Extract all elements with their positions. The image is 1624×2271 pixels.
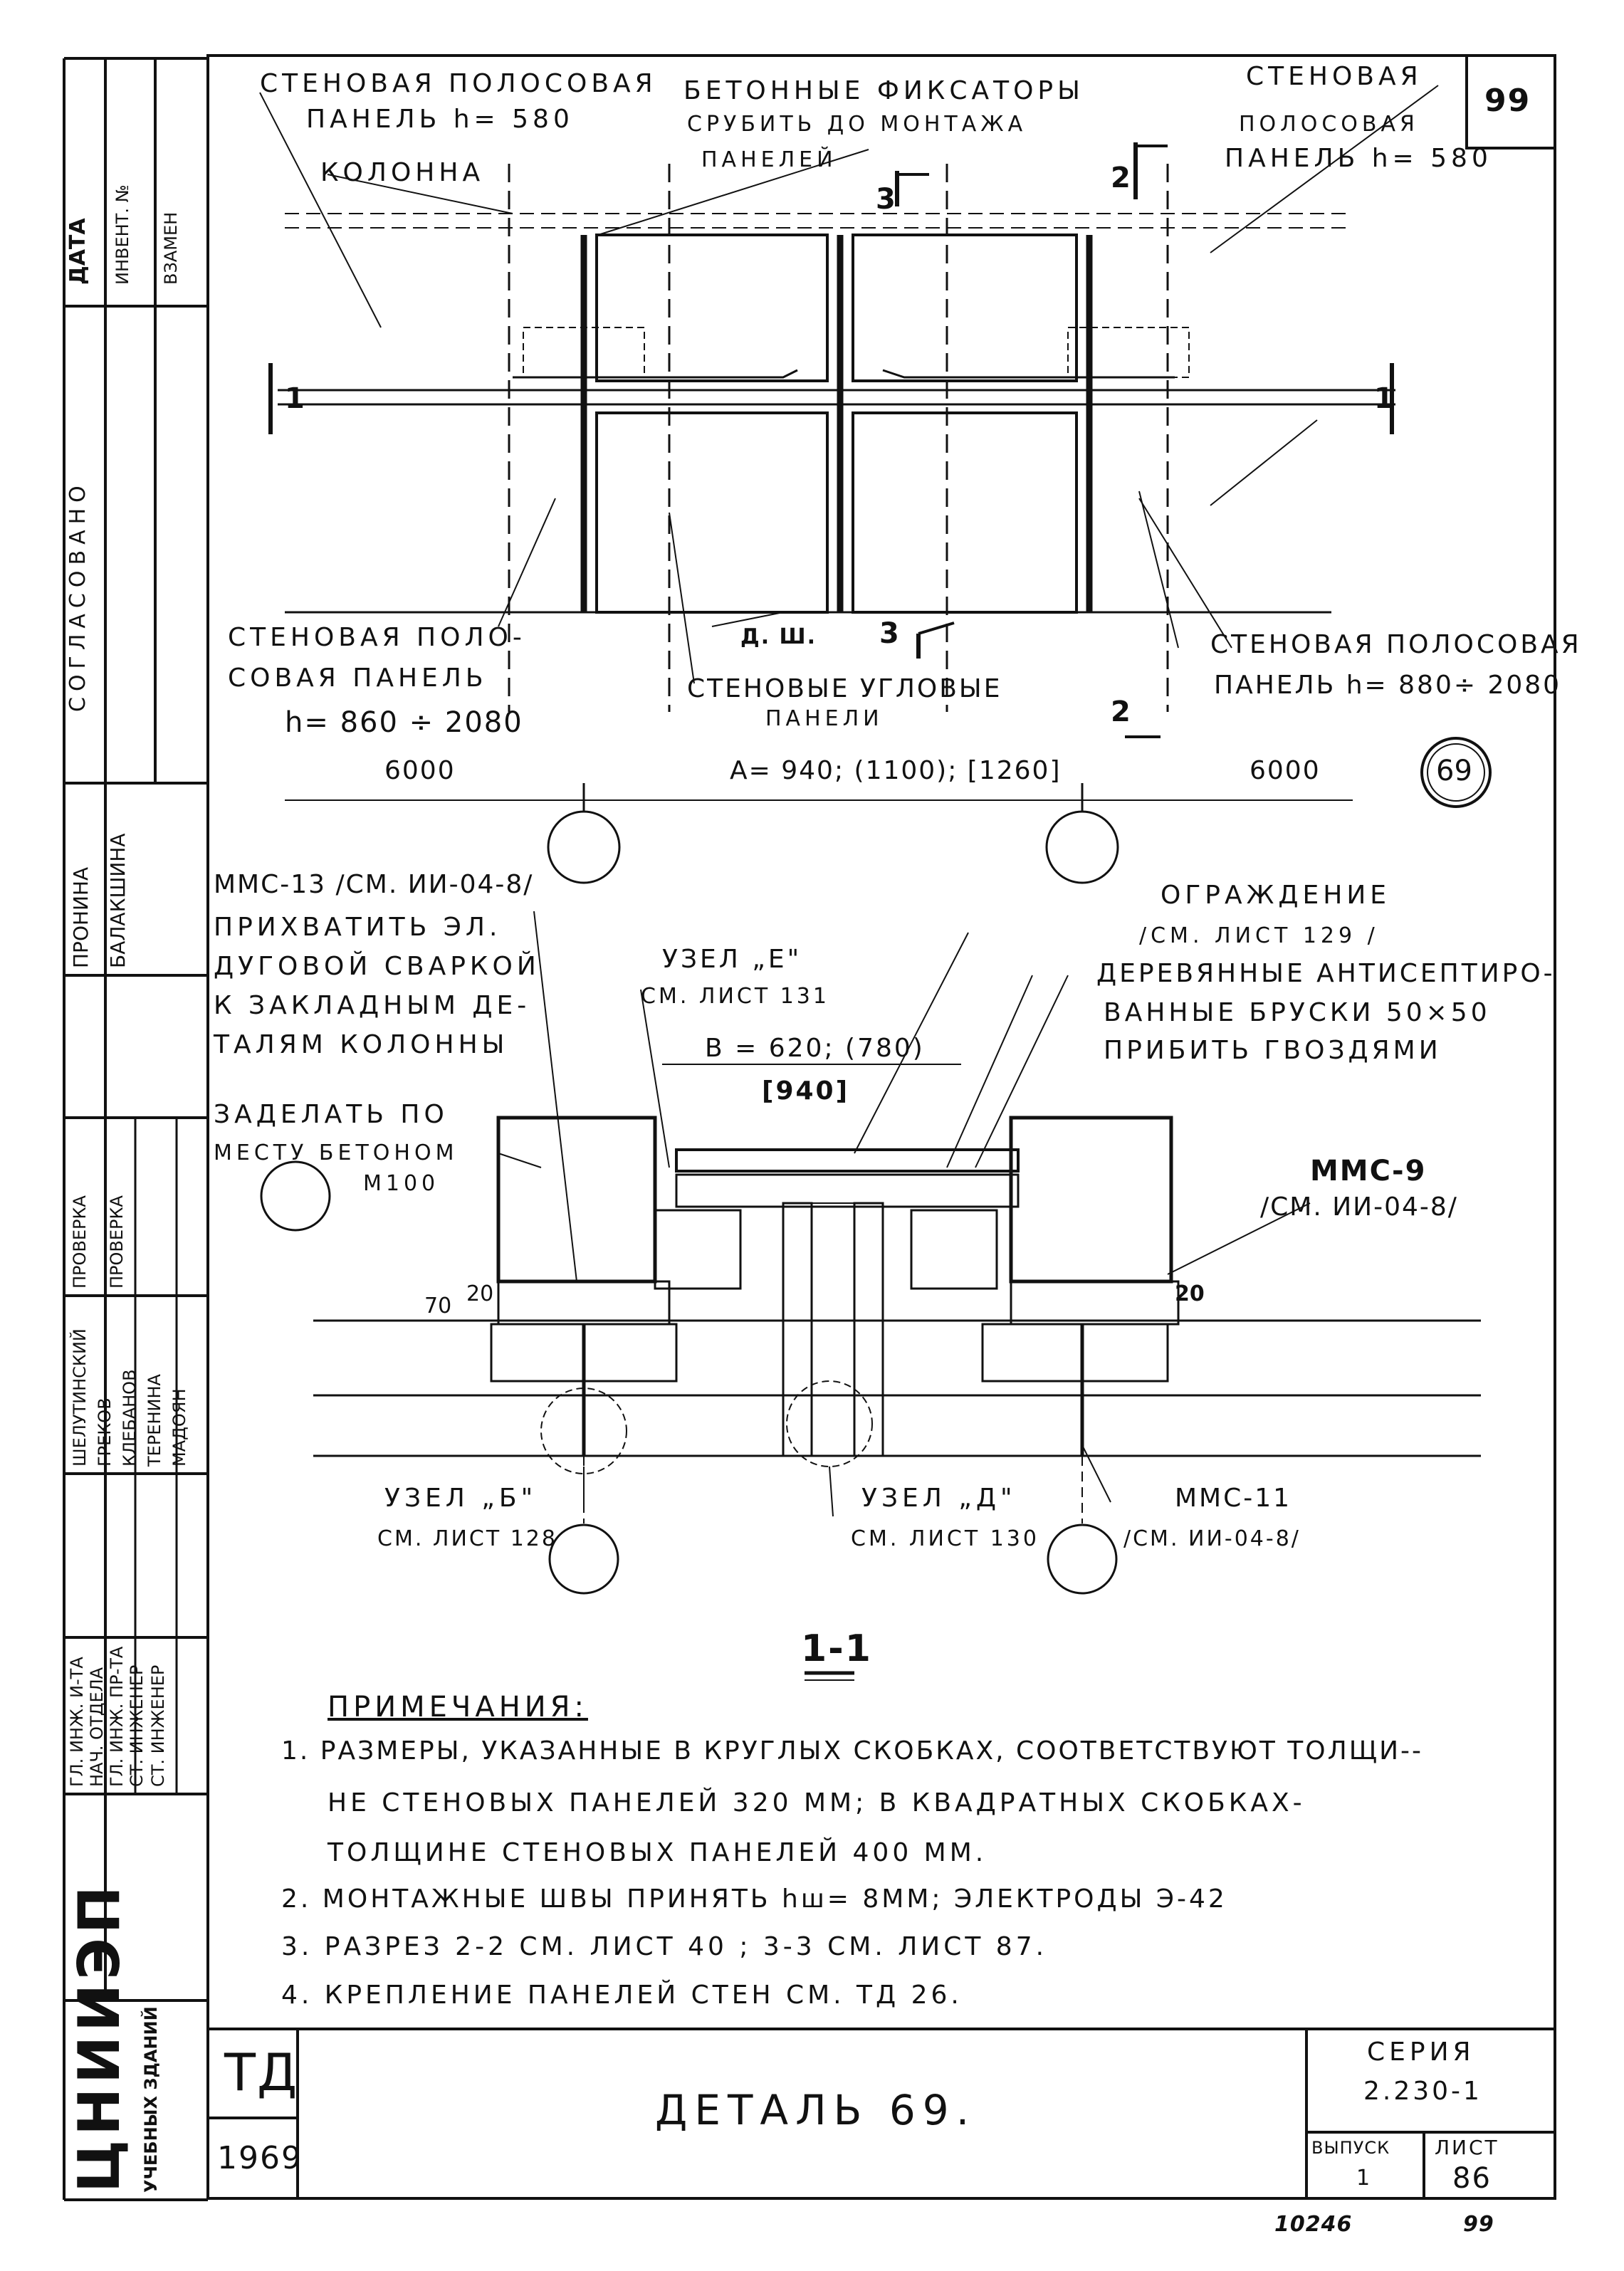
label-uzel-e-2: СМ. ЛИСТ 131	[641, 984, 829, 1009]
label-zadelat-2: МЕСТУ БЕТОНОМ	[214, 1140, 459, 1165]
stamp-klebanov: КЛЕБАНОВ	[120, 1369, 140, 1467]
issue-label: ВЫПУСК	[1311, 2138, 1390, 2158]
label-wall-panel-580-right-3: ПАНЕЛЬ h= 580	[1225, 144, 1492, 173]
stamp-shelutinsky: ШЕЛУТИНСКИЙ	[70, 1328, 90, 1467]
note-1-line-1: 1. РАЗМЕРЫ, УКАЗАННЫЕ В КРУГЛЫХ СКОБКАХ,…	[281, 1736, 1423, 1766]
label-wall-panel-br-2: ПАНЕЛЬ h= 880÷ 2080	[1214, 671, 1562, 700]
stamp-st-inzh-2: СТ. ИНЖЕНЕР	[148, 1664, 168, 1787]
label-fixators-1: БЕТОННЫЕ ФИКСАТОРЫ	[683, 76, 1084, 105]
cut-mark-1-left: 1	[285, 382, 309, 415]
stamp-invent: ИНВЕНТ. №	[112, 184, 132, 285]
label-mmc11-2: /СМ. ИИ-04-8/	[1123, 1526, 1301, 1551]
label-ograzhd-3: ДЕРЕВЯННЫЕ АНТИСЕПТИРО-	[1096, 959, 1556, 988]
stamp-gl-inzh-pr: ГЛ. ИНЖ. ПР-ТА	[107, 1646, 127, 1787]
stamp-gl-inzh: ГЛ. ИНЖ. И-ТА	[67, 1657, 87, 1787]
stamp-proverka-1: ПРОВЕРКА	[70, 1195, 90, 1289]
stamp-pronina: ПРОНИНА	[69, 866, 93, 968]
note-1-line-2: НЕ СТЕНОВЫХ ПАНЕЛЕЙ 320 ММ; В КВАДРАТНЫХ…	[328, 1788, 1306, 1818]
note-1-line-3: ТОЛЩИНЕ СТЕНОВЫХ ПАНЕЛЕЙ 400 ММ.	[328, 1838, 988, 1867]
note-4: 4. КРЕПЛЕНИЕ ПАНЕЛЕЙ СТЕН СМ. ТД 26.	[281, 1981, 963, 2010]
label-mmc11-1: ММС-11	[1175, 1484, 1292, 1513]
detail-circle-number: 69	[1436, 755, 1472, 787]
stamp-data: ДАТА	[66, 218, 90, 285]
stamp-madoyan: МАДОЯН	[169, 1388, 189, 1467]
label-uzel-e-1: УЗЕЛ „Е"	[662, 945, 802, 974]
dim-20-left: 20	[466, 1281, 494, 1306]
page-number: 99	[1484, 83, 1531, 119]
label-ograzhd-2: /СМ. ЛИСТ 129 /	[1139, 923, 1379, 948]
stamp-balakshina: БАЛАКШИНА	[106, 833, 130, 968]
label-corner-panels-1: СТЕНОВЫЕ УГЛОВЫЕ	[687, 674, 1002, 703]
stamp-terenina: ТЕРЕНИНА	[145, 1374, 164, 1467]
notes-heading: ПРИМЕЧАНИЯ:	[328, 1691, 588, 1724]
label-ograzhd-4: ВАННЫЕ БРУСКИ 50×50	[1104, 998, 1491, 1027]
stamp-grekov: ГРЕКОВ	[95, 1397, 115, 1467]
label-dsh: Д. Ш.	[740, 624, 817, 649]
list-label: ЛИСТ	[1435, 2136, 1499, 2159]
archive-sheet: 99	[1463, 2212, 1494, 2237]
label-wall-panel-580-right-1: СТЕНОВАЯ	[1246, 62, 1423, 91]
label-b-dim-1: B = 620; (780)	[705, 1034, 925, 1063]
label-column: КОЛОННА	[320, 158, 485, 187]
label-wall-panel-bl-3: h= 860 ÷ 2080	[285, 706, 523, 739]
note-3: 3. РАЗРЕЗ 2-2 СМ. ЛИСТ 40 ; 3-3 СМ. ЛИСТ…	[281, 1932, 1048, 1961]
list-value: 86	[1452, 2162, 1492, 2195]
org-subtitle: УЧЕБНЫХ ЗДАНИЙ	[141, 2006, 161, 2193]
label-wall-panel-580-left-2: ПАНЕЛЬ h= 580	[306, 105, 574, 134]
label-mmc9-1: ММС-9	[1310, 1155, 1427, 1187]
label-fixators-3: ПАНЕЛЕЙ	[701, 147, 837, 172]
cut-mark-3-bottom: 3	[879, 617, 903, 650]
label-wall-panel-br-1: СТЕНОВАЯ ПОЛОСОВАЯ	[1210, 630, 1582, 659]
stamp-vzamen: ВЗАМЕН	[161, 211, 181, 285]
label-wall-panel-bl-1: СТЕНОВАЯ ПОЛО-	[228, 623, 526, 652]
dim-70: 70	[424, 1294, 452, 1318]
note-2: 2. МОНТАЖНЫЕ ШВЫ ПРИНЯТЬ hш= 8ММ; ЭЛЕКТР…	[281, 1884, 1227, 1914]
org-name: ЦНИИЭП	[66, 1882, 132, 2193]
label-uzel-b-1: УЗЕЛ „Б"	[384, 1484, 538, 1513]
dimension-middle: A= 940; (1100); [1260]	[730, 756, 1062, 785]
dim-20-right: 20	[1175, 1281, 1205, 1306]
archive-number: 10246	[1274, 2212, 1353, 2237]
year: 1969	[217, 2140, 303, 2176]
issue-value: 1	[1356, 2166, 1375, 2191]
stamp-proverka-2: ПРОВЕРКА	[107, 1195, 127, 1289]
label-zadelat-3: М100	[363, 1171, 440, 1196]
label-uzel-b-2: СМ. ЛИСТ 128	[377, 1526, 557, 1551]
cut-mark-2-bottom: 2	[1111, 696, 1135, 728]
dimension-left: 6000	[384, 756, 456, 785]
outer-frame	[206, 54, 1556, 2200]
cut-mark-2-top: 2	[1111, 162, 1135, 194]
label-uzel-d-2: СМ. ЛИСТ 130	[851, 1526, 1039, 1551]
label-wall-panel-bl-2: СОВАЯ ПАНЕЛЬ	[228, 664, 488, 693]
detail-title: ДЕТАЛЬ 69.	[655, 2086, 977, 2134]
label-b-dim-2: [940]	[762, 1076, 850, 1106]
label-mmc13-3: ДУГОВОЙ СВАРКОЙ	[214, 952, 540, 981]
stamp-soglasovano: СОГЛАСОВАНО	[66, 480, 90, 712]
label-ograzhd-5: ПРИБИТЬ ГВОЗДЯМИ	[1104, 1036, 1442, 1065]
series-label: СЕРИЯ	[1367, 2037, 1475, 2067]
label-ograzhd-1: ОГРАЖДЕНИЕ	[1161, 881, 1391, 910]
label-mmc13-1: ММС-13 /СМ. ИИ-04-8/	[214, 870, 534, 899]
label-mmc9-2: /СМ. ИИ-04-8/	[1260, 1192, 1458, 1222]
series-value: 2.230-1	[1363, 2077, 1482, 2106]
section-title: 1-1	[801, 1627, 872, 1670]
cut-mark-3-top: 3	[876, 183, 900, 216]
label-mmc13-2: ПРИХВАТИТЬ ЭЛ.	[214, 913, 502, 942]
label-mmc13-4: К ЗАКЛАДНЫМ ДЕ-	[214, 991, 531, 1020]
label-uzel-d-1: УЗЕЛ „Д"	[861, 1484, 1017, 1513]
td-mark: ТД	[224, 2042, 299, 2102]
label-corner-panels-2: ПАНЕЛИ	[765, 706, 884, 731]
stamp-st-inzh-1: СТ. ИНЖЕНЕР	[127, 1664, 147, 1787]
label-wall-panel-580-right-2: ПОЛОСОВАЯ	[1239, 112, 1419, 137]
label-mmc13-5: ТАЛЯМ КОЛОННЫ	[214, 1030, 509, 1059]
label-zadelat-1: ЗАДЕЛАТЬ ПО	[214, 1100, 449, 1129]
cut-mark-1-right: 1	[1374, 382, 1398, 415]
label-fixators-2: СРУБИТЬ ДО МОНТАЖА	[687, 112, 1027, 137]
label-wall-panel-580-left-1: СТЕНОВАЯ ПОЛОСОВАЯ	[260, 69, 657, 98]
dimension-right: 6000	[1250, 756, 1321, 785]
stamp-nach-otdela: НАЧ. ОТДЕЛА	[87, 1667, 107, 1787]
